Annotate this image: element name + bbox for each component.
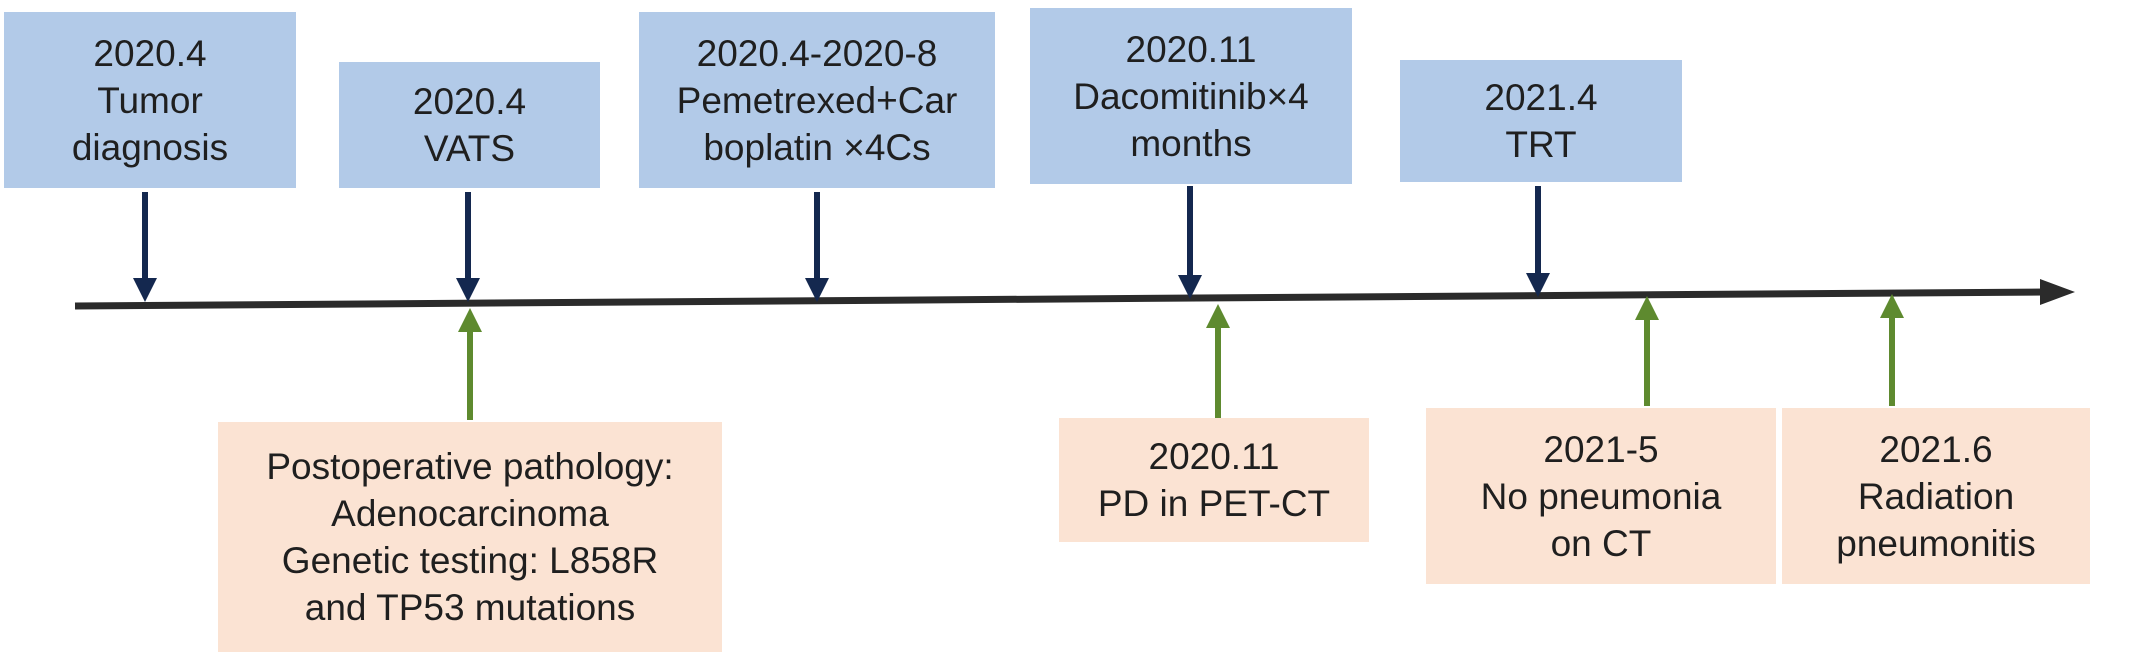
outcome-line: and TP53 mutations — [304, 587, 636, 628]
outcome-line: 2020.11 — [1148, 436, 1280, 477]
treatment-line: VATS — [423, 128, 516, 169]
outcome-line: pneumonitis — [1836, 522, 2036, 564]
treatment-line: 2020.4-2020-8 — [696, 32, 938, 74]
treatment-line: Tumor — [97, 79, 203, 121]
outcome-line: 2021-5 — [1543, 428, 1659, 470]
treatment-line: 2020.4 — [412, 81, 527, 122]
outcome-box-pet-ct: 2020.11 PD in PET-CT — [1059, 418, 1369, 542]
treatment-line: 2021.4 — [1484, 77, 1598, 118]
treatment-line: boplatin ×4Cs — [703, 126, 931, 168]
treatment-box-dacomitinib: 2020.11 Dacomitinib×4 months — [1030, 8, 1352, 184]
treatment-box-vats: 2020.4 VATS — [339, 62, 600, 188]
treatment-line: TRT — [1505, 124, 1577, 165]
timeline-arrowhead — [2040, 279, 2075, 305]
outcome-line: Postoperative pathology: — [266, 446, 674, 487]
outcome-line: No pneumonia — [1480, 475, 1722, 517]
outcome-box-ct: 2021-5 No pneumonia on CT — [1426, 408, 1776, 584]
treatment-line: 2020.4 — [93, 32, 207, 74]
treatment-line: Pemetrexed+Car — [676, 79, 958, 121]
outcome-line: PD in PET-CT — [1097, 483, 1331, 524]
outcome-line: Adenocarcinoma — [331, 493, 609, 534]
outcome-line: 2021.6 — [1879, 428, 1993, 470]
outcome-line: on CT — [1550, 522, 1652, 564]
treatment-box-diagnosis: 2020.4 Tumor diagnosis — [4, 12, 296, 188]
treatment-line: 2020.11 — [1125, 28, 1257, 70]
outcome-line: Radiation — [1857, 475, 2015, 517]
treatment-box-chemotherapy: 2020.4-2020-8 Pemetrexed+Car boplatin ×4… — [639, 12, 995, 188]
outcome-box-pathology: Postoperative pathology: Adenocarcinoma … — [218, 422, 722, 652]
treatment-line: diagnosis — [71, 126, 229, 168]
outcome-box-radiation-pneumonitis: 2021.6 Radiation pneumonitis — [1782, 408, 2090, 584]
treatment-box-trt: 2021.4 TRT — [1400, 60, 1682, 182]
treatment-line: months — [1130, 122, 1252, 164]
outcome-line: Genetic testing: L858R — [281, 540, 659, 581]
treatment-line: Dacomitinib×4 — [1073, 75, 1309, 117]
timeline-axis — [74, 288, 2046, 310]
